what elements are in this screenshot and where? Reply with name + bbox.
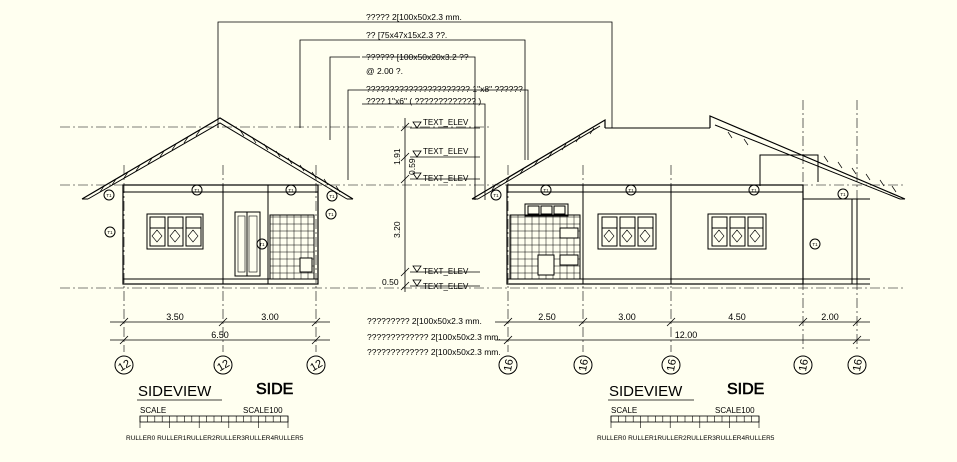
- left-title-block: SIDEVIEW SIDE SCALE SCALE100 RULLER0 RUL…: [126, 381, 304, 442]
- left-dimensions: [110, 317, 330, 345]
- left-grid-bubbles: 12 12 12: [114, 355, 326, 375]
- right-grid-bubbles: 16 16 16 16 16: [498, 355, 867, 375]
- elevation-markers: TEXT_ELEV TEXT_ELEV TEXT_ELEV TEXT_ELEV …: [410, 118, 480, 291]
- right-dimensions: [495, 317, 870, 345]
- tag-left-2: T1: [194, 188, 200, 193]
- left-building: [81, 117, 354, 285]
- right-title-block: SIDEVIEW SIDE SCALE SCALE100 RULLER0 RUL…: [597, 381, 775, 442]
- tag-right-5: T1: [840, 192, 846, 197]
- right-dim-1: 2.50: [538, 312, 556, 322]
- tag-left-7: T1: [328, 212, 334, 217]
- right-title-side: SIDE: [727, 381, 764, 398]
- tag-left-6: T1: [329, 194, 335, 199]
- elev-label-3: TEXT_ELEV: [423, 174, 469, 183]
- elev-label-2: TEXT_ELEV: [423, 147, 469, 156]
- left-dim-2: 3.00: [261, 312, 279, 322]
- right-dim-texts: 2.50 3.00 4.50 2.00 12.00: [538, 312, 839, 340]
- tag-right-3: T1: [628, 188, 634, 193]
- vdim-3: 3.20: [392, 221, 402, 238]
- annotation-leaders: [217, 21, 613, 200]
- level-lines: [60, 126, 905, 289]
- purlin-notes: ????????? 2[100x50x2.3 mm. ?????????????…: [367, 316, 501, 357]
- elev-label-5: TEXT_ELEV: [423, 282, 469, 291]
- annotation-3: ?????? [100x50x20x3.2 ??: [366, 52, 469, 62]
- left-scale-value: SCALE100: [243, 406, 283, 415]
- left-scale-label: SCALE: [140, 406, 166, 415]
- annotation-6: ???? 1"x6" ( ????????????? ): [366, 96, 481, 106]
- tag-right-4: T1: [751, 188, 757, 193]
- right-ruler: RULLER0 RULLER1RULLER2RULLER3RULLER4RULL…: [597, 435, 775, 442]
- tag-right-2: T1: [543, 188, 549, 193]
- vertical-dim-texts: 1.91 0.59 3.20 0.50: [382, 148, 417, 287]
- tag-right-1: T1: [493, 193, 499, 198]
- svg-text:16: 16: [665, 358, 679, 372]
- right-dim-4: 2.00: [821, 312, 839, 322]
- right-tags: T1 T1 T1 T1 T1 T1: [493, 188, 846, 247]
- grid-bubble: 12: [306, 355, 326, 375]
- annotation-2: ?? [75x47x15x2.3 ??.: [366, 30, 447, 40]
- grid-bubble: 16: [661, 355, 681, 375]
- right-title: SIDEVIEW: [609, 383, 683, 400]
- svg-text:12: 12: [215, 358, 232, 375]
- tag-left-4: T1: [107, 230, 113, 235]
- tag-left-3: T1: [288, 188, 294, 193]
- grid-bubble: 12: [114, 355, 134, 375]
- svg-text:16: 16: [851, 358, 865, 372]
- right-building: [471, 115, 906, 285]
- tag-left-1: T1: [106, 193, 112, 198]
- vdim-2: 0.59: [407, 158, 417, 175]
- tag-right-6: T1: [812, 242, 818, 247]
- right-dim-2: 3.00: [618, 312, 636, 322]
- left-ruler: RULLER0 RULLER1RULLER2RULLER3RULLER4RULL…: [126, 435, 304, 442]
- vertical-dimension: [400, 118, 410, 292]
- annotation-5: ?????????????????????? 1"x8" ??????: [366, 84, 523, 94]
- left-title: SIDEVIEW: [138, 383, 212, 400]
- purlin-note-3: ????????????? 2[100x50x2.3 mm.: [367, 347, 501, 357]
- elev-label-1: TEXT_ELEV: [423, 118, 469, 127]
- svg-text:12: 12: [116, 358, 133, 375]
- elev-label-4: TEXT_ELEV: [423, 267, 469, 276]
- grid-bubble: 16: [498, 355, 518, 375]
- left-dim-1: 3.50: [166, 312, 184, 322]
- right-dim-total: 12.00: [675, 330, 698, 340]
- annotation-1: ????? 2[100x50x2.3 mm.: [366, 12, 462, 22]
- svg-text:16: 16: [502, 358, 516, 372]
- left-title-side: SIDE: [256, 381, 293, 398]
- tag-left-5: T1: [259, 242, 265, 247]
- svg-text:12: 12: [308, 358, 325, 375]
- grid-bubble: 16: [847, 355, 867, 375]
- svg-text:16: 16: [577, 358, 591, 372]
- left-dim-texts: 3.50 3.00 6.50: [166, 312, 279, 340]
- vdim-4: 0.50: [382, 277, 399, 287]
- vdim-1: 1.91: [392, 148, 402, 165]
- right-scale-label: SCALE: [611, 406, 637, 415]
- annotation-4: @ 2.00 ?.: [366, 66, 403, 76]
- purlin-note-2: ????????????? 2[100x50x2.3 mm.: [367, 332, 501, 342]
- grid-bubble: 12: [213, 355, 233, 375]
- annotation-texts: ????? 2[100x50x2.3 mm. ?? [75x47x15x2.3 …: [366, 12, 523, 106]
- left-tags: T1 T1 T1 T1 T1 T1 T1: [106, 188, 335, 247]
- purlin-note-1: ????????? 2[100x50x2.3 mm.: [367, 316, 482, 326]
- right-grid-axes: [507, 100, 858, 352]
- right-scale-value: SCALE100: [715, 406, 755, 415]
- grid-bubble: 16: [793, 355, 813, 375]
- grid-bubble: 16: [573, 355, 593, 375]
- left-grid-axes: [123, 165, 317, 352]
- right-dim-3: 4.50: [728, 312, 746, 322]
- left-dim-total: 6.50: [211, 330, 229, 340]
- svg-text:16: 16: [797, 358, 811, 372]
